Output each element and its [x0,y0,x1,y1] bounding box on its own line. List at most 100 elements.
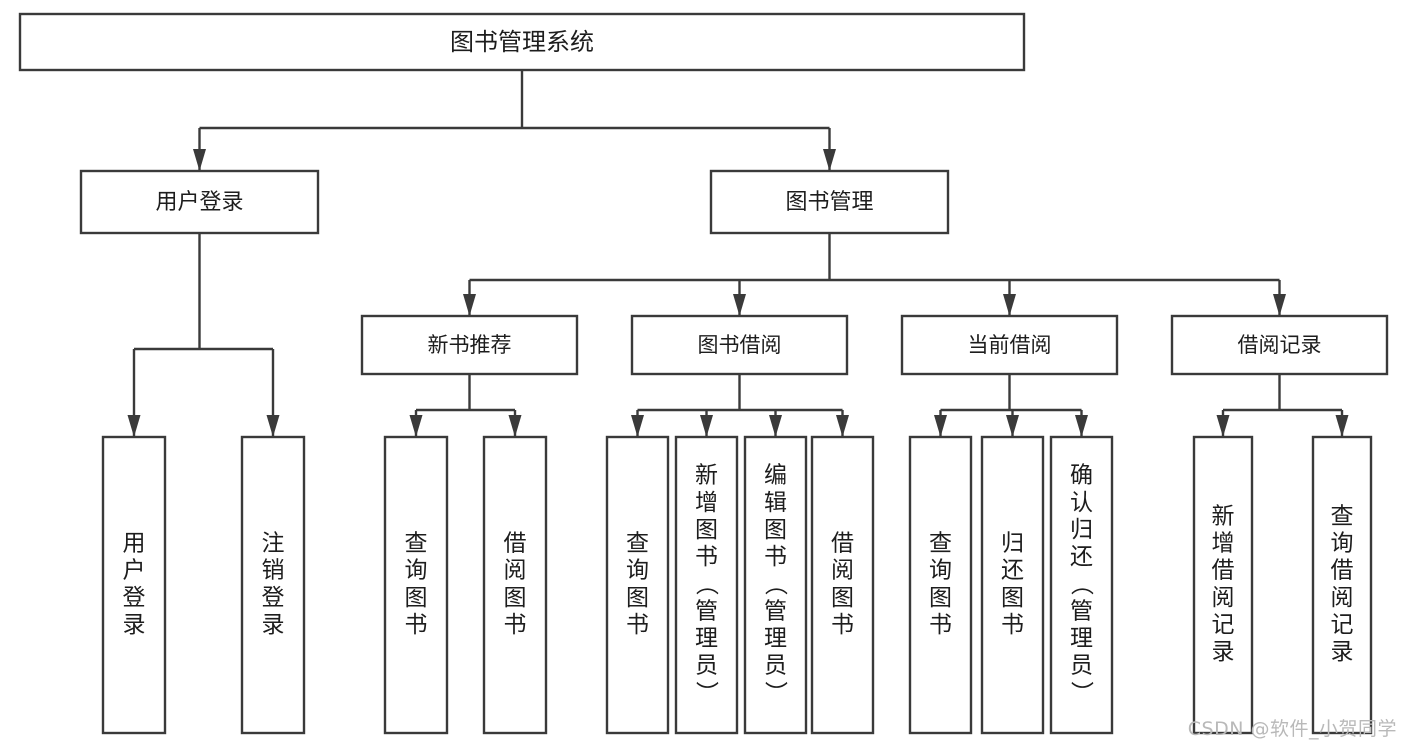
node-current-borrow[interactable]: 当前借阅 [900,314,1119,376]
svg-text:辑: 辑 [764,490,787,516]
node-borrow-record[interactable]: 借阅记录 [1170,314,1389,376]
svg-text:借: 借 [1331,558,1354,584]
svg-text:归: 归 [1070,517,1093,543]
svg-text:（: （ [762,572,788,595]
arrow-head-icon [266,415,280,437]
svg-text:查: 查 [929,531,952,557]
node-root[interactable]: 图书管理系统 [18,12,1026,72]
node-book-manage[interactable]: 图书管理 [709,169,950,235]
svg-text:借: 借 [504,531,527,557]
svg-text:图: 图 [1001,585,1024,611]
svg-text:户: 户 [123,558,146,584]
node-label-borrow-record: 借阅记录 [1238,333,1322,357]
arrow-head-icon [769,415,782,437]
arrow-head-icon [700,415,713,437]
arrow-head-icon [193,149,206,171]
svg-text:书: 书 [504,612,527,638]
svg-text:用: 用 [123,531,146,557]
svg-text:（: （ [1068,572,1094,595]
node-new-book-recommend[interactable]: 新书推荐 [360,314,579,376]
svg-text:管: 管 [695,598,718,624]
node-box-leaf-add-book-admin [674,435,739,735]
arrow-head-icon [409,415,423,437]
node-box-leaf-query-book-current [908,435,973,735]
svg-text:新: 新 [1212,503,1235,529]
node-label-current-borrow: 当前借阅 [968,333,1052,357]
node-box-leaf-return-book [980,435,1045,735]
svg-text:理: 理 [1070,625,1093,651]
svg-text:）: ） [762,681,788,704]
arrow-head-icon [127,415,141,437]
node-user-login[interactable]: 用户登录 [79,169,320,235]
arrow-head-icon [1273,294,1286,316]
arrow-head-icon [1335,415,1349,437]
node-box-leaf-confirm-return-admin [1049,435,1114,735]
svg-text:还: 还 [1070,544,1093,570]
node-box-user-login [79,169,320,235]
arrow-head-icon [1216,415,1230,437]
arrow-head-icon [508,415,522,437]
svg-text:员: 员 [764,653,787,679]
node-box-leaf-query-book-borrow [605,435,670,735]
svg-text:登: 登 [262,585,285,611]
csdn-watermark: CSDN @软件_小贺同学 [1187,718,1397,740]
svg-text:）: ） [693,681,719,704]
svg-text:员: 员 [695,653,718,679]
svg-text:录: 录 [123,612,146,638]
svg-text:确: 确 [1070,463,1093,489]
node-box-leaf-logout [240,435,306,735]
svg-text:还: 还 [1001,558,1024,584]
svg-text:管: 管 [1070,598,1093,624]
svg-text:查: 查 [1331,503,1354,529]
svg-text:增: 增 [1212,531,1235,557]
edge-group-from-user-login [127,233,280,437]
edge-group-from-book-borrow [631,374,849,437]
svg-text:借: 借 [831,531,854,557]
edge-group-from-book-manage [463,233,1286,316]
svg-text:）: ） [1068,681,1094,704]
node-book-borrow[interactable]: 图书借阅 [630,314,849,376]
svg-text:图: 图 [504,585,527,611]
node-label-user-login: 用户登录 [155,190,243,215]
svg-text:图: 图 [764,517,787,543]
svg-text:认: 认 [1070,490,1093,516]
node-box-leaf-borrow-book [810,435,875,735]
node-label-book-borrow: 图书借阅 [698,333,782,357]
edge-group-from-root [193,70,836,171]
svg-text:录: 录 [262,612,285,638]
svg-text:查: 查 [405,531,428,557]
svg-text:询: 询 [929,558,952,584]
arrow-head-icon [1006,415,1019,437]
svg-text:书: 书 [405,612,428,638]
edge-group-from-borrow-record [1216,374,1349,437]
arrow-head-icon [1003,294,1016,316]
svg-text:编: 编 [764,463,787,489]
nodes-layer: 图书管理系统用户登录图书管理新书推荐图书借阅当前借阅借阅记录用户登录注销登录查询… [18,12,1389,735]
svg-text:阅: 阅 [831,558,854,584]
node-leaf-user-login[interactable]: 用户登录 [101,435,167,735]
svg-text:询: 询 [405,558,428,584]
node-box-leaf-query-book-recommend [383,435,449,735]
node-box-book-manage [709,169,950,235]
svg-text:阅: 阅 [504,558,527,584]
